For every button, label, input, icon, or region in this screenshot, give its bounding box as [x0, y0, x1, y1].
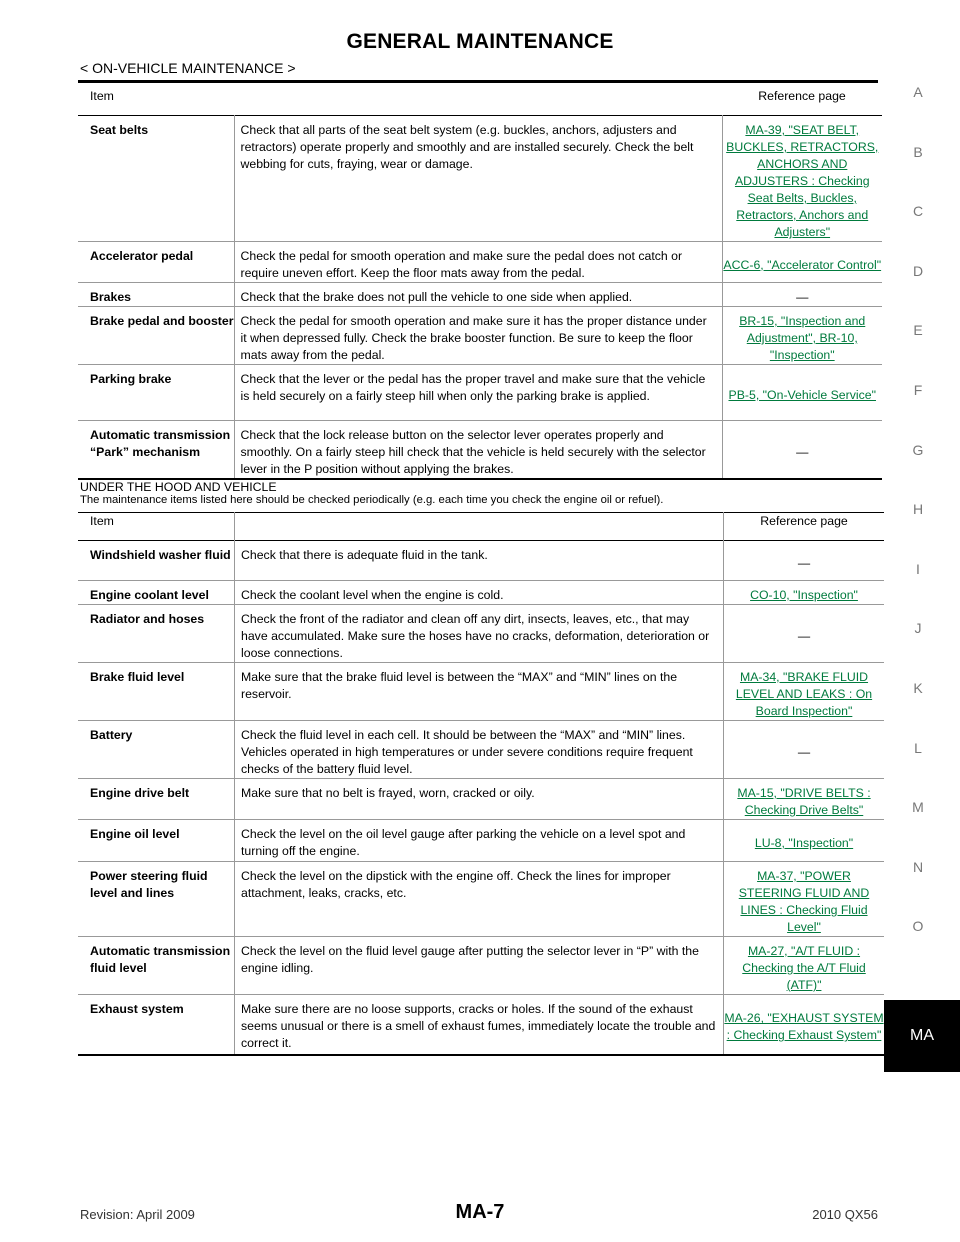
row-item: Seat belts [90, 123, 149, 137]
row-description: Check the level on the fluid level gauge… [234, 936, 724, 995]
column-reference-header: Reference page [723, 512, 884, 541]
reference-none: — [796, 445, 809, 459]
row-description: Check the level on the dipstick with the… [234, 861, 724, 937]
row-description: Check that all parts of the seat belt sy… [233, 115, 722, 242]
table-row: Battery Check the fluid level in each cel… [78, 720, 884, 779]
reference-none: — [796, 290, 809, 304]
reference-link[interactable]: MA-37, "POWER STEERING FLUID AND LINES :… [738, 869, 870, 934]
section-subtitle: < ON-VEHICLE MAINTENANCE > [80, 60, 296, 76]
active-section-tab[interactable]: MA [884, 1000, 960, 1072]
section-tab-i[interactable]: I [916, 560, 920, 577]
column-item-header: Item [90, 514, 114, 528]
page-title: GENERAL MAINTENANCE [346, 30, 614, 53]
section-tab-g[interactable]: G [912, 441, 924, 458]
table-header-row: Item Reference page [78, 88, 882, 116]
table-row: Seat belts Check that all parts of the se… [78, 115, 882, 242]
revision-date: Revision: April 2009 [80, 1207, 195, 1222]
row-description: Make sure that no belt is frayed, worn, … [234, 778, 724, 820]
table-row: Parking brake Check that the lever or the… [78, 364, 882, 421]
row-description: Make sure there are no loose supports, c… [234, 994, 724, 1055]
row-item: Automatic transmission “Park” mechanism [90, 428, 231, 459]
table-row: Brakes Check that the brake does not pull… [78, 282, 882, 307]
column-item-header: Item [90, 89, 114, 103]
section-tab-n[interactable]: N [912, 858, 924, 875]
row-item: Parking brake [90, 372, 172, 386]
table-row: Brake fluid level Make sure that the brak… [78, 662, 884, 721]
row-item: Engine oil level [90, 827, 180, 841]
row-description: Check that the lock release button on th… [233, 420, 722, 479]
reference-link[interactable]: MA-26, "EXHAUST SYSTEM : Checking Exhaus… [724, 1011, 884, 1043]
section-tab-l[interactable]: L [914, 739, 922, 756]
reference-none: — [797, 556, 811, 570]
section-tab-k[interactable]: K [913, 680, 923, 696]
row-description: Check the level on the oil level gauge a… [234, 819, 724, 862]
row-item: Battery [90, 728, 133, 742]
table-row: Accelerator pedal Check the pedal for smo… [78, 241, 882, 283]
row-description: Check that there is adequate fluid in th… [234, 540, 724, 581]
reference-link[interactable]: PB-5, "On-Vehicle Service" [728, 388, 876, 402]
section-tab-f[interactable]: F [913, 382, 923, 398]
row-description: Check that the lever or the pedal has th… [233, 364, 722, 421]
row-description: Check the pedal for smooth operation and… [233, 306, 722, 365]
section-tab-d[interactable]: D [912, 262, 924, 279]
maintenance-table-2: Item Reference page Windshield washer fl… [78, 512, 884, 1056]
row-item: Engine drive belt [90, 786, 190, 800]
reference-link[interactable]: MA-39, "SEAT BELT, BUCKLES, RETRACTORS, … [726, 123, 879, 239]
reference-link[interactable]: MA-27, "A/T FLUID : Checking the A/T Flu… [742, 944, 866, 992]
reference-link[interactable]: ACC-6, "Accelerator Control" [723, 257, 882, 272]
row-description: Check the front of the radiator and clea… [234, 604, 724, 663]
row-description: Check the fluid level in each cell. It s… [234, 720, 724, 779]
row-item: Engine coolant level [90, 588, 209, 602]
reference-none: — [797, 629, 811, 643]
row-item: Exhaust system [90, 1002, 184, 1016]
row-description: Check the coolant level when the engine … [234, 580, 724, 605]
table-header-row: Item Reference page [78, 512, 884, 541]
section-tab-j[interactable]: J [914, 620, 922, 637]
vehicle-model: 2010 QX56 [812, 1207, 878, 1222]
reference-none: — [797, 745, 811, 759]
table-row: Radiator and hoses Check the front of the… [78, 604, 884, 663]
row-description: Check that the brake does not pull the v… [233, 282, 722, 307]
reference-link[interactable]: CO-10, "Inspection" [750, 588, 858, 602]
row-item: Radiator and hoses [90, 612, 205, 626]
reference-link[interactable]: MA-34, "BRAKE FLUID LEVEL AND LEAKS : On… [735, 670, 873, 718]
section-tab-h[interactable]: H [912, 501, 924, 518]
page-number: MA-7 [455, 1201, 505, 1223]
section-tab-b[interactable]: B [913, 143, 923, 160]
section-note: The maintenance items listed here should… [80, 494, 664, 506]
section-tab-e[interactable]: E [913, 322, 923, 339]
column-reference-header: Reference page [758, 89, 846, 103]
row-item: Brake pedal and booster [90, 314, 234, 328]
table-row: Engine drive belt Make sure that no belt … [78, 778, 884, 820]
table-row: Engine oil level Check the level on the o… [78, 819, 884, 862]
row-item: Accelerator pedal [90, 249, 194, 263]
header-rule [78, 80, 878, 83]
row-description: Check the pedal for smooth operation and… [233, 241, 722, 283]
section-tab-o[interactable]: O [912, 918, 924, 935]
section-title: UNDER THE HOOD AND VEHICLE [80, 480, 277, 494]
reference-link[interactable]: LU-8, "Inspection" [754, 836, 854, 850]
row-description: Make sure that the brake fluid level is … [234, 662, 724, 721]
row-item: Brake fluid level [90, 670, 185, 684]
row-item: Automatic transmission fluid level [90, 944, 231, 975]
section-tab-m[interactable]: M [912, 799, 924, 816]
table-row: Exhaust system Make sure there are no loo… [78, 994, 884, 1055]
row-item: Brakes [90, 290, 132, 304]
row-item: Windshield washer fluid [90, 548, 231, 562]
section-tab-c[interactable]: C [912, 203, 924, 220]
table-row: Engine coolant level Check the coolant le… [78, 580, 884, 605]
reference-link[interactable]: MA-15, "DRIVE BELTS : Checking Drive Bel… [737, 786, 871, 817]
row-item: Power steering fluid level and lines [90, 869, 208, 900]
reference-link[interactable]: BR-15, "Inspection and Adjustment", BR-1… [739, 314, 866, 362]
section-tab-a[interactable]: A [913, 84, 923, 100]
table-row: Power steering fluid level and lines Chec… [78, 861, 884, 937]
